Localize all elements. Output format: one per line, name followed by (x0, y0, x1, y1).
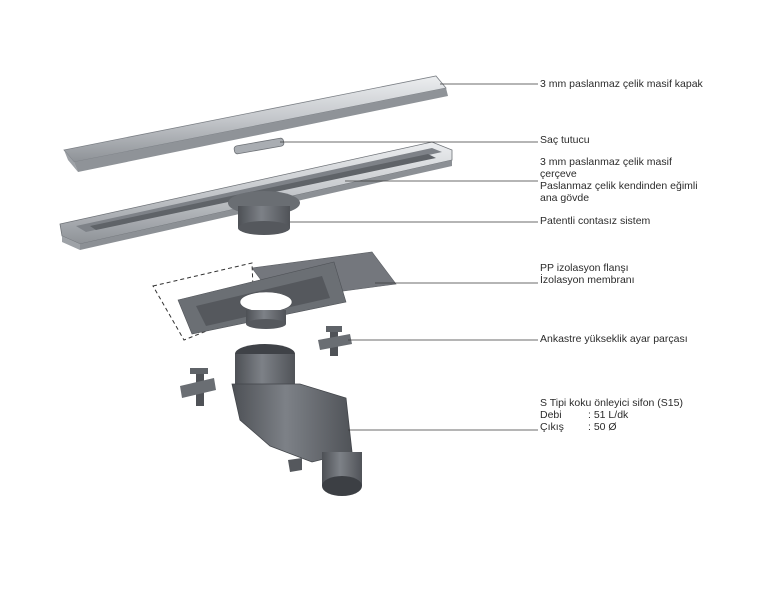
pp-flange (177, 261, 347, 335)
label-cover: 3 mm paslanmaz çelik masif kapak (540, 78, 703, 90)
outlet-collar (238, 206, 290, 235)
flange-text: PP izolasyon flanşı (540, 262, 629, 274)
label-trap: S Tipi koku önleyici sifon (S15) Debi : … (540, 397, 683, 433)
hair-catcher (233, 137, 285, 155)
label-height-adjuster: Ankastre yükseklik ayar parçası (540, 333, 688, 345)
cover-text: 3 mm paslanmaz çelik masif kapak (540, 78, 703, 90)
label-hair-catcher: Saç tutucu (540, 134, 590, 146)
flow-value: : 51 L/dk (588, 409, 629, 421)
flow-label: Debi (540, 409, 562, 421)
outlet-label: Çıkış (540, 421, 564, 433)
leader-lines (280, 83, 538, 431)
height-adjuster-right (318, 326, 352, 356)
steel-cover (63, 75, 448, 172)
outlet-spec: Çıkış : 50 Ø (540, 421, 683, 433)
s-trap-siphon (231, 344, 362, 496)
membrane-text: İzolasyon membranı (540, 274, 635, 286)
hair-catcher-text: Saç tutucu (540, 134, 590, 146)
height-adjuster-text: Ankastre yükseklik ayar parçası (540, 333, 688, 345)
frame-text-2: çerçeve (540, 168, 577, 180)
label-flange-membrane: PP izolasyon flanşı İzolasyon membranı (540, 262, 635, 286)
body-text-2: ana gövde (540, 192, 590, 204)
outlet-value: : 50 Ø (588, 421, 617, 433)
height-adjuster-left (180, 368, 216, 406)
label-patented: Patentli contasız sistem (540, 215, 650, 227)
label-frame-body: 3 mm paslanmaz çelik masif çerçeve Pasla… (540, 156, 698, 204)
body-text-1: Paslanmaz çelik kendinden eğimli (540, 180, 698, 192)
flow-spec: Debi : 51 L/dk (540, 409, 683, 421)
patented-text: Patentli contasız sistem (540, 215, 651, 227)
trap-title-text: S Tipi koku önleyici sifon (S15) (540, 397, 683, 409)
frame-text-1: 3 mm paslanmaz çelik masif (540, 156, 672, 168)
